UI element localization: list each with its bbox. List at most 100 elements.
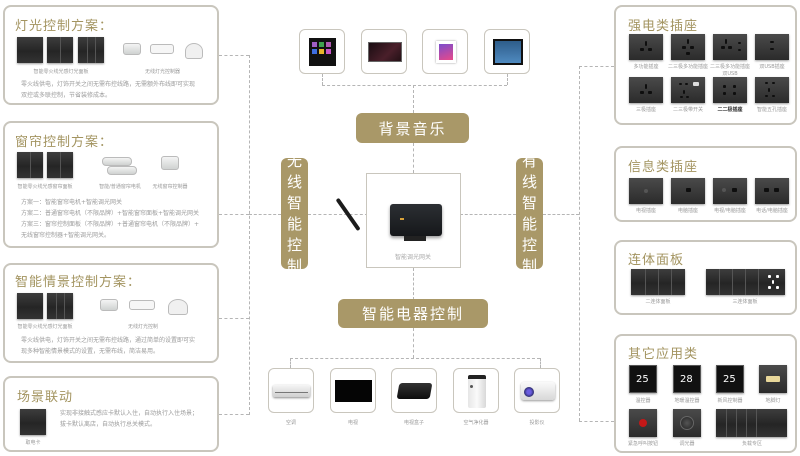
connector xyxy=(413,85,414,113)
socket-label: 电话/电脑插座 xyxy=(756,208,788,214)
appliance-control-label: 智能电器控制 xyxy=(338,299,488,328)
label-char: 控 xyxy=(521,235,537,254)
module-caption: 无线灯光控制 xyxy=(127,324,158,330)
connector xyxy=(507,74,508,85)
description-line: 零火线供电，灯饰开关之间无需布控线路，无需额外布线即可实现 xyxy=(21,81,196,88)
switch-panel-image xyxy=(47,37,73,63)
thermostat-image: 25 xyxy=(716,365,744,393)
gateway-device-image xyxy=(390,204,442,236)
socket-image xyxy=(629,178,663,204)
curtain-controller-image xyxy=(161,156,179,170)
connector xyxy=(460,214,516,215)
wired-control-label: 有 线 智 能 控 制 xyxy=(516,152,543,275)
connector xyxy=(543,214,579,215)
multi-panel-label: 二连体面板 xyxy=(645,299,671,305)
thermostat-image: 25 xyxy=(629,365,657,393)
connector xyxy=(579,66,580,421)
mount-bracket xyxy=(404,236,426,241)
label-char: 控 xyxy=(286,235,302,254)
module-caption: 无线灯光控制器 xyxy=(144,69,180,75)
panel-title: 灯光控制方案： xyxy=(15,19,114,34)
gateway-caption: 智能调光网关 xyxy=(394,254,431,261)
socket-label: 电视插座 xyxy=(635,208,656,214)
appliance-label: 空气净化器 xyxy=(463,420,489,426)
tv-icon xyxy=(335,380,372,402)
power-sockets-panel: 强电类插座 多功能插座 二三极多功能插座 二三极多功能插座双USB 双USB插座… xyxy=(614,5,797,125)
curtain-panel: 窗帘控制方案： 智能零火线光感窗帘面板 智能/普通窗帘电机 无线窗帘控制器 方案… xyxy=(3,121,219,248)
description-line: 零火线供电，灯饰开关之间无需布控线路，通过简单的设置即可实 xyxy=(21,337,196,344)
panel-title: 其它应用类 xyxy=(628,347,699,362)
socket-label: 智能五孔插座 xyxy=(756,107,787,113)
connector xyxy=(413,143,414,173)
appliance-label: 电视盒子 xyxy=(403,420,424,426)
connector xyxy=(290,358,291,368)
socket-image xyxy=(629,77,663,103)
socket-label: 双USB插座 xyxy=(759,64,785,70)
description-line: 实现非接触式感应卡默认入住，自动执行入住场景； xyxy=(60,410,199,417)
label-char: 能 xyxy=(521,214,537,233)
app-label: 负载专区 xyxy=(741,441,762,447)
music-device-wall-screen xyxy=(361,29,407,74)
label-char: 智 xyxy=(521,193,537,212)
appliance-label: 投影仪 xyxy=(529,420,545,426)
connector xyxy=(579,421,614,422)
device-caption: 取电卡 xyxy=(25,440,41,446)
socket-label: 二二极插座 xyxy=(717,107,743,113)
connector xyxy=(290,358,540,359)
socket-image xyxy=(755,34,789,60)
label-char: 有 xyxy=(521,151,537,170)
description-line: 双控或多联控制，节省装修成本。 xyxy=(21,92,112,99)
connector xyxy=(219,214,249,215)
air-purifier-icon xyxy=(468,375,486,408)
switch-panel-image xyxy=(78,37,104,63)
connector xyxy=(308,214,368,215)
connector xyxy=(322,74,323,85)
connector xyxy=(579,66,614,67)
controller-caption: 无线窗帘控制器 xyxy=(152,184,188,190)
socket-image xyxy=(713,178,747,204)
floor-light-image xyxy=(759,365,787,393)
socket-image xyxy=(671,178,705,204)
option-line: 无线窗帘控制器+智能调光网关。 xyxy=(21,232,111,239)
label-char: 线 xyxy=(521,172,537,191)
label-char: 无 xyxy=(286,151,302,170)
option-line: 方案三：窗帘控制面板（不限品牌）+普通窗帘电机（不限品牌）+ xyxy=(21,221,200,228)
description-line: 拔卡默认离店，自动执行总关模式。 xyxy=(60,421,157,428)
connector xyxy=(540,358,541,368)
app-label: 调光器 xyxy=(679,441,695,447)
controller-module-image xyxy=(100,299,118,311)
controller-module-image xyxy=(150,44,174,54)
temperature-readout: 28 xyxy=(680,374,693,385)
lighting-panel: 灯光控制方案： 智能零火线光感灯光面板 无线灯光控制器 零火线供电，灯饰开关之间… xyxy=(3,5,219,105)
wireless-control-label: 无 线 智 能 控 制 xyxy=(281,152,308,275)
panel-caption: 智能零火线光感灯光面板 xyxy=(17,324,73,330)
panel-title: 连体面板 xyxy=(628,253,685,268)
socket-image xyxy=(671,77,705,103)
description-line: 现多种智能情景模式的设置，无需布线，简洁易用。 xyxy=(21,348,160,355)
label-char: 智 xyxy=(286,193,302,212)
controller-module-image xyxy=(185,43,203,59)
thermostat-image: 28 xyxy=(673,365,701,393)
scene-panel: 智能情景控制方案： 智能零火线光感灯光面板 无线灯光控制 零火线供电，灯饰开关之… xyxy=(3,263,219,363)
temperature-readout: 25 xyxy=(636,374,649,385)
controller-module-image xyxy=(168,299,188,315)
socket-image xyxy=(671,34,705,60)
connector xyxy=(219,414,249,415)
info-sockets-panel: 信息类插座 电视插座 电脑插座 电视/电脑插座 电话/电脑插座 xyxy=(614,146,797,222)
multi-panel-image xyxy=(706,269,785,295)
music-device-tablet xyxy=(299,29,345,74)
socket-image xyxy=(755,178,789,204)
card-switch-image xyxy=(20,409,46,435)
connector xyxy=(322,85,507,86)
controller-module-image xyxy=(123,43,141,55)
projector-icon xyxy=(521,382,555,400)
music-device-blue-screen xyxy=(484,29,530,74)
option-line: 方案一：智能窗帘电机+智能调光网关 xyxy=(21,199,123,206)
appliance-air-purifier xyxy=(453,368,499,413)
panel-title: 智能情景控制方案： xyxy=(15,275,142,290)
connector xyxy=(249,214,281,215)
socket-label: 电视/电脑插座 xyxy=(714,208,746,214)
curtain-panel-image xyxy=(17,152,43,178)
appliance-air-conditioner xyxy=(268,368,314,413)
label-char: 线 xyxy=(286,172,302,191)
